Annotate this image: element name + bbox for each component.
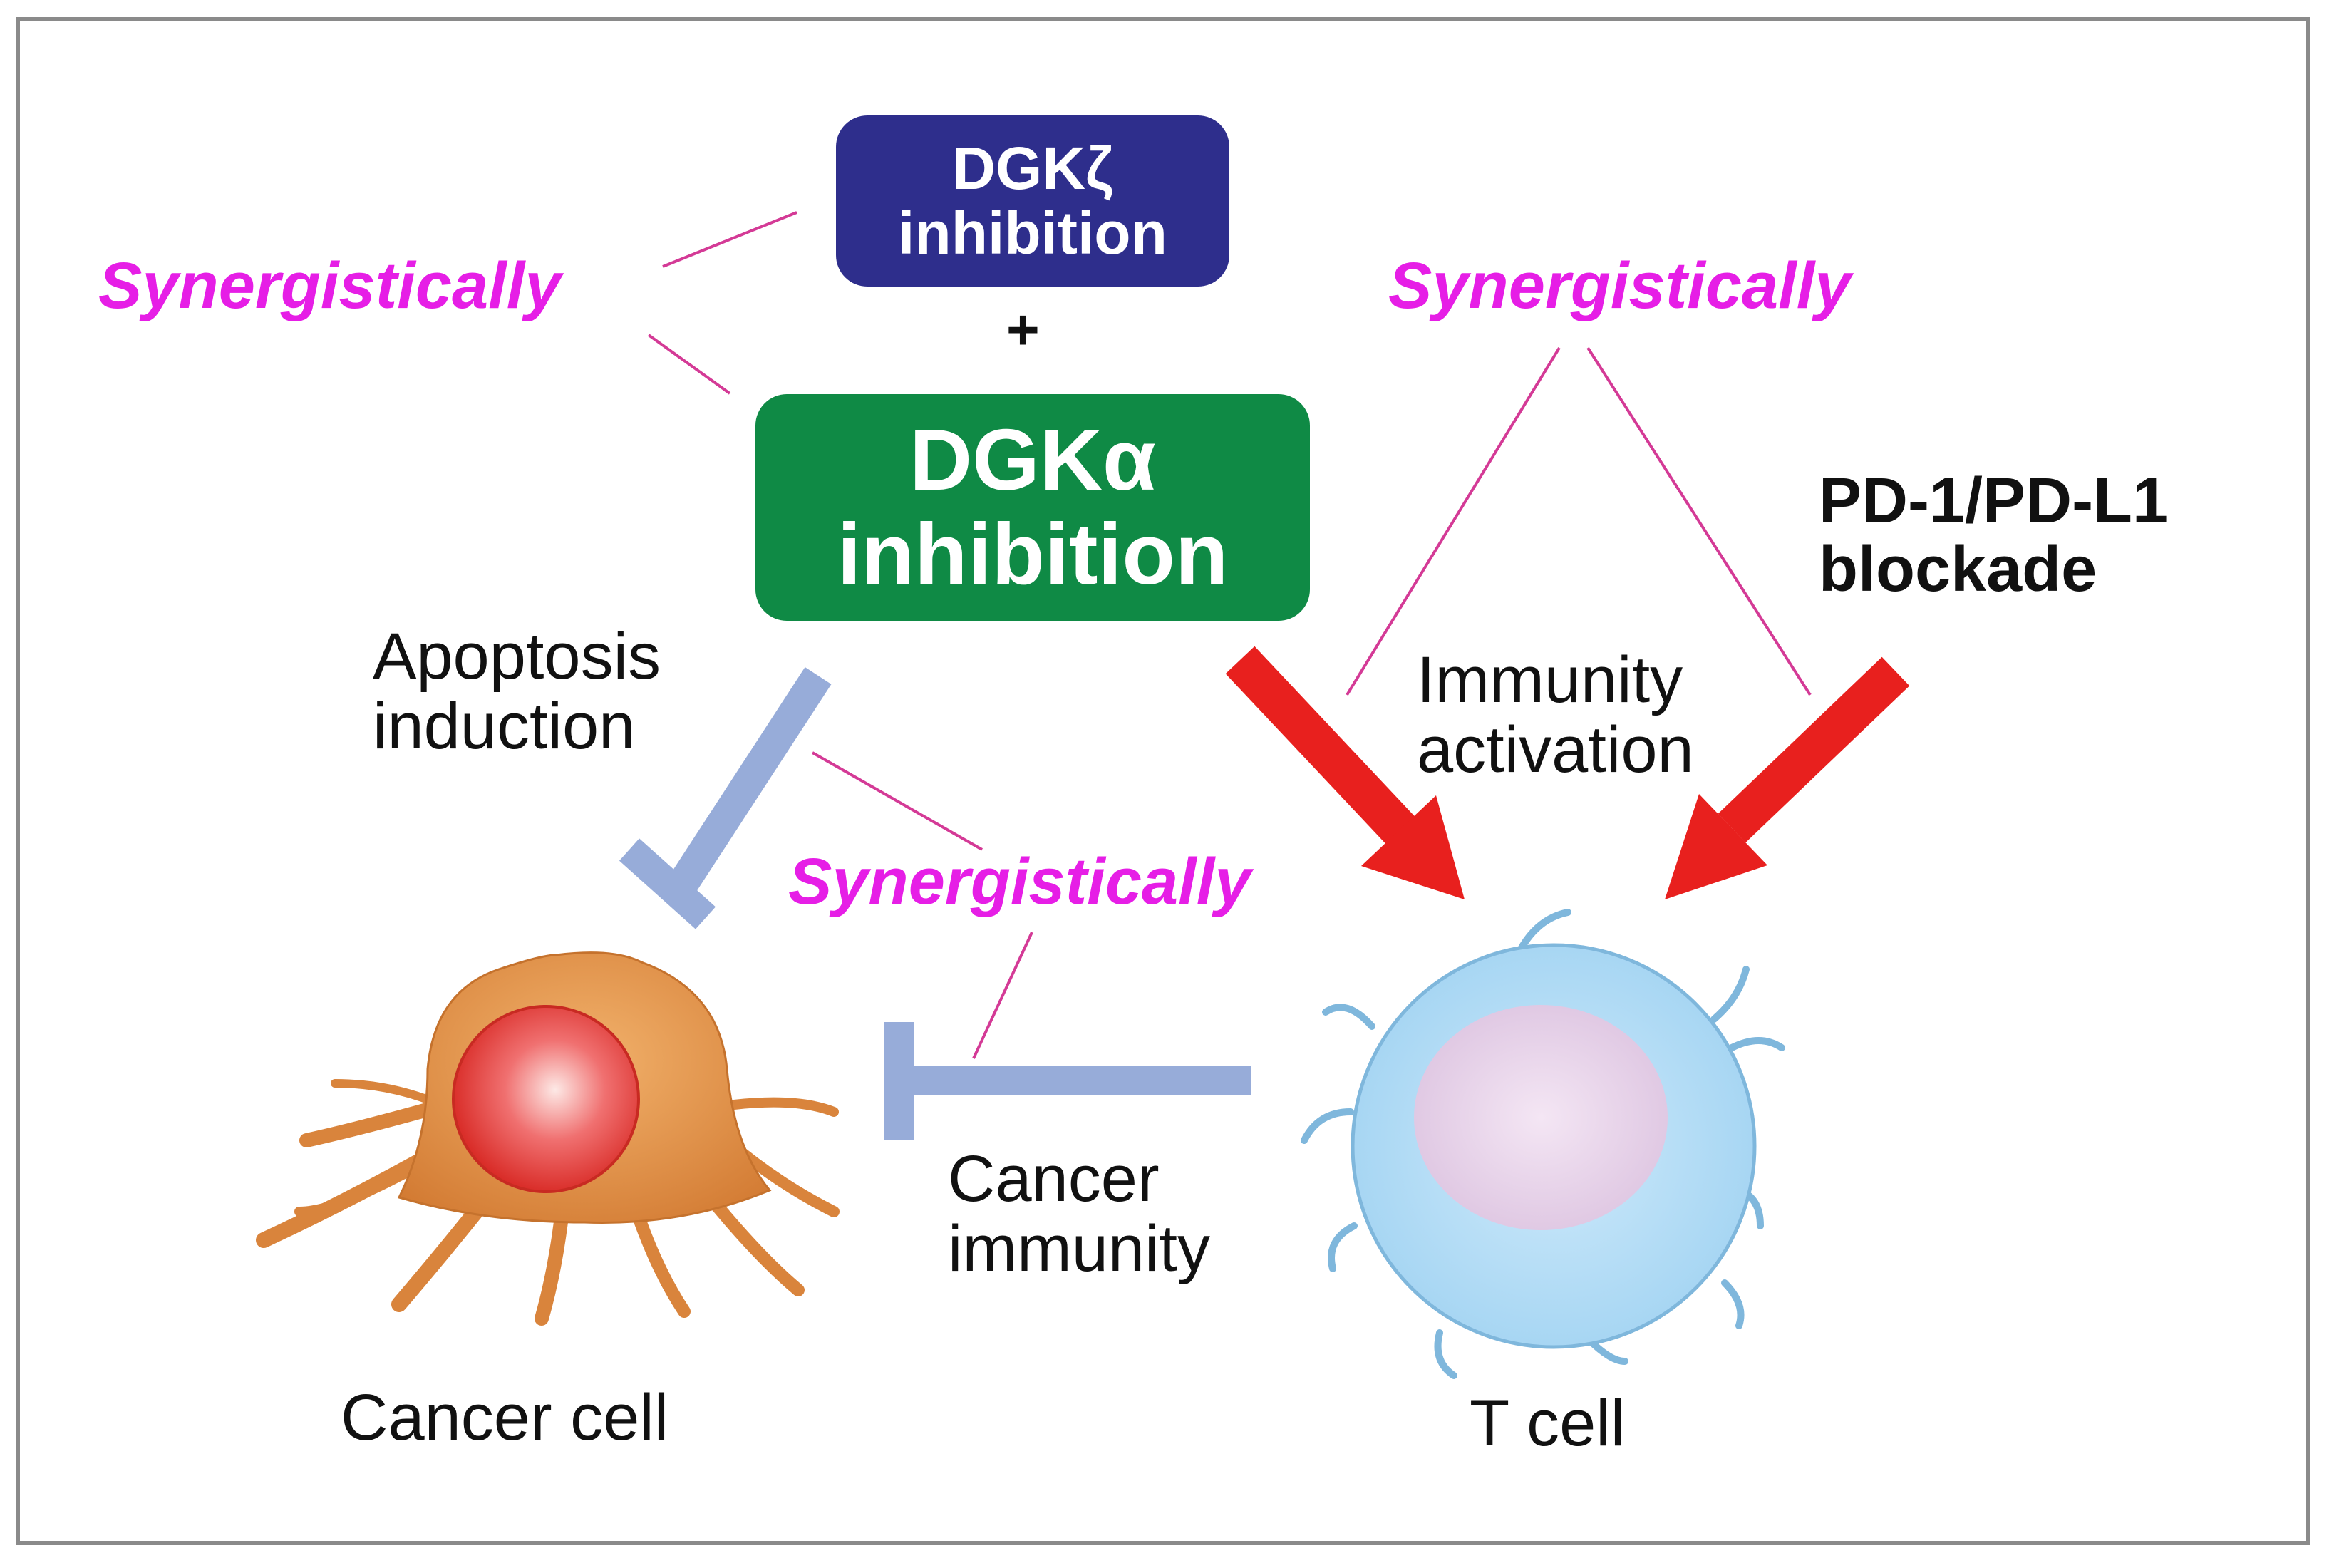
apoptosis-line2: induction [373,690,636,763]
pd1-line2: blockade [1819,534,2097,606]
link-immunity-center [972,932,1033,1059]
link-immunity-left [1346,346,1561,696]
pd1-blockade-label: PD-1/PD-L1 blockade [1819,467,2168,604]
cancer-immunity-line1: Cancer [948,1143,1160,1215]
apoptosis-line1: Apoptosis [373,620,661,693]
synergistically-label-center: Synergistically [788,845,1251,918]
activate-arrow-dgka [1225,646,1465,899]
cancer-cell-icon [256,951,840,1326]
dgkz-inhibition-box: DGKζ inhibition [836,115,1229,287]
link-apoptosis-center [812,751,983,851]
dgka-box-line1: DGKα [909,411,1157,509]
cancer-immunity-line2: immunity [948,1212,1211,1286]
synergistically-label-left: Synergistically [98,249,562,322]
link-dgkz-left [662,211,797,268]
pd1-line1: PD-1/PD-L1 [1819,465,2169,537]
t-cell-label: T cell [1470,1387,1626,1460]
dgka-box-line2: inhibition [837,505,1229,602]
plus-sign: + [1006,298,1040,361]
t-cell-icon [1301,909,1785,1379]
immunity-line2: activation [1417,713,1694,787]
link-pd1-right [1586,346,1812,696]
immunity-line1: Immunity [1417,644,1683,716]
cancer-immunity-label: Cancer immunity [948,1144,1210,1284]
immunity-activation-label: Immunity activation [1417,645,1694,785]
dgkz-box-line2: inhibition [898,200,1167,267]
inhibit-cancer-immunity [884,1022,1251,1140]
link-dgka-left [647,334,731,395]
synergy-link-lines [647,211,1812,1059]
inhibit-apoptosis [619,667,832,929]
dgkz-box-line1: DGKζ [952,135,1113,202]
apoptosis-induction-label: Apoptosis induction [373,621,661,762]
synergistically-label-right: Synergistically [1388,249,1852,322]
dgka-inhibition-box: DGKα inhibition [755,394,1310,621]
activate-arrow-pd1 [1665,656,1910,899]
cancer-cell-label: Cancer cell [341,1381,669,1454]
